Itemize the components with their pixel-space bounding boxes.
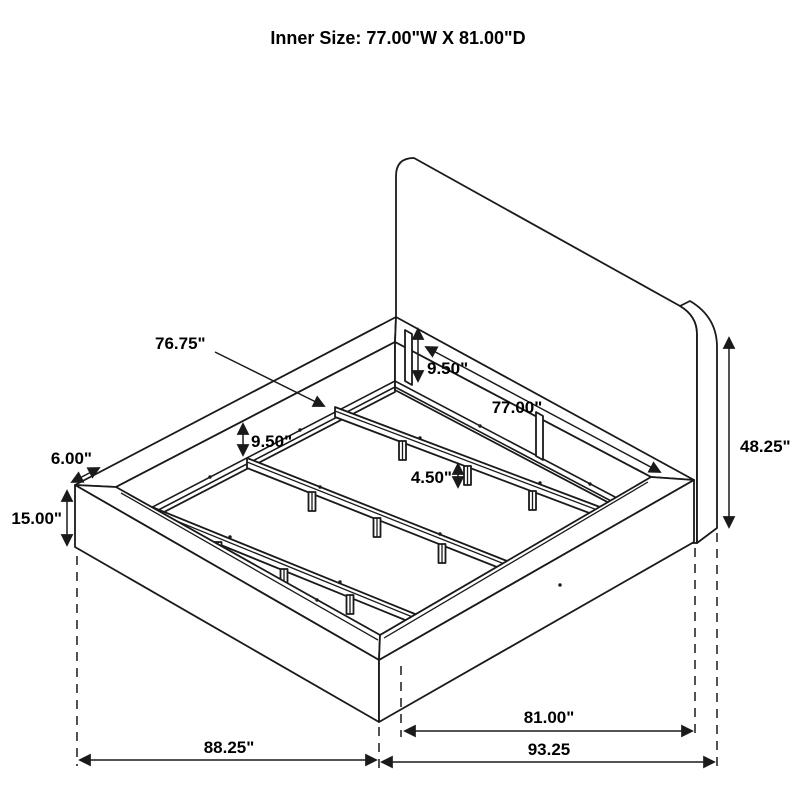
left-cleat-top-edge [115, 380, 396, 527]
dim-center-rail-label: 76.75" [155, 334, 206, 353]
dim-inner-width-label: 77.00" [492, 398, 543, 417]
screw-dot [538, 481, 542, 485]
screw-dot [298, 428, 302, 432]
dim-center-rail-leader [214, 351, 326, 407]
screw-dot [438, 532, 442, 536]
dim-leg-height-label: 4.50" [411, 468, 452, 487]
screw-dot [228, 535, 232, 539]
headboard-post-left [404, 329, 413, 386]
screw-dot [588, 482, 592, 486]
screw-dot [418, 436, 422, 440]
diagram-title: Inner Size: 77.00"W X 81.00"D [270, 28, 525, 48]
dim-outer-width-label: 88.25" [204, 738, 255, 757]
dim-inner-depth-label: 81.00" [524, 708, 575, 727]
foot-rail-outer-face [74, 484, 380, 723]
screw-dot [338, 580, 342, 584]
screw-dot [558, 583, 562, 587]
screw-dot [318, 485, 322, 489]
screw-dot [208, 475, 212, 479]
dim-headboard-height-label: 48.25" [740, 437, 791, 456]
right-rail-outer-face [378, 479, 695, 723]
dim-outer-depth-label: 93.25 [528, 740, 571, 759]
dim-inner-width-arrow [424, 346, 662, 473]
screw-dot [315, 598, 319, 602]
dim-drop-head-label: 9.50" [427, 359, 468, 378]
headboard-side-panel [679, 300, 718, 544]
dim-drop-side-label: 9.50" [251, 432, 292, 451]
foot-rail-inner-ledge [120, 492, 379, 641]
right-rail-inner-ledge [383, 481, 649, 639]
dim-rail-thickness-label: 6.00" [51, 449, 92, 468]
dim-rail-thickness-arrow [70, 467, 101, 483]
screw-dot [478, 424, 482, 428]
dim-rail-height-label: 15.00" [11, 509, 62, 528]
slat-rail-center-edge [246, 461, 508, 566]
slat-rail-foot-edge [151, 510, 416, 619]
headboard-post-mid [535, 411, 544, 461]
